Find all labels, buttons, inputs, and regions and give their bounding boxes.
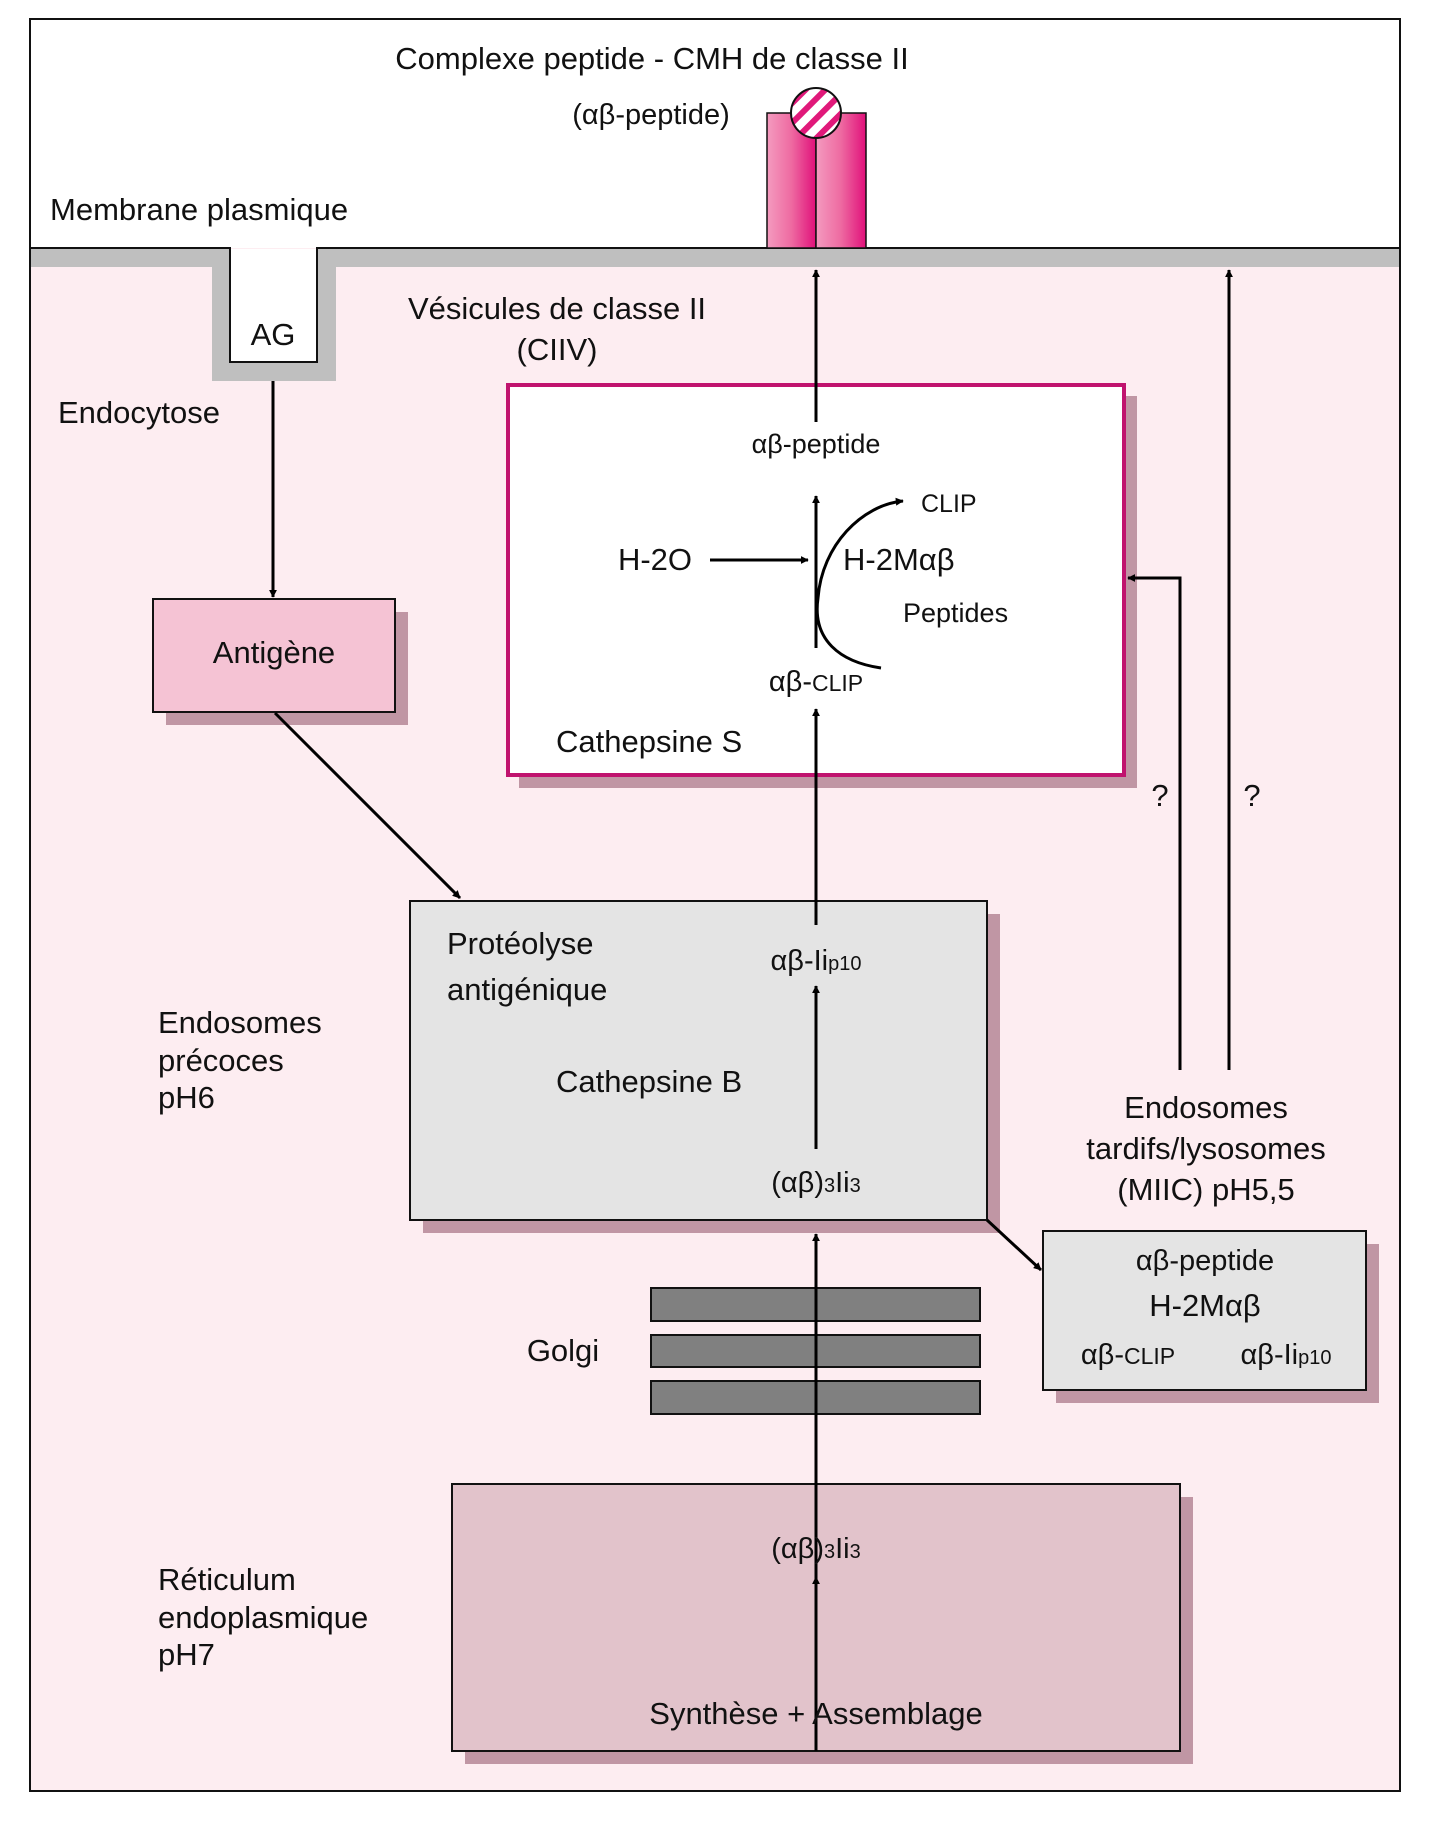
miic-ab-peptide: αβ-peptide xyxy=(1136,1245,1274,1277)
ciiv-cathepsin-s: Cathepsine S xyxy=(556,724,742,759)
ciiv-peptides: Peptides xyxy=(903,598,1008,628)
proteolysis-ab3ii3: (αβ)3Ii3 xyxy=(771,1167,861,1199)
early-endosomes-label-1: Endosomes xyxy=(158,1005,322,1040)
er-label-2: endoplasmique xyxy=(158,1600,368,1635)
early-endosomes-label-3: pH6 xyxy=(158,1080,215,1115)
ciiv-h2m: H-2Mαβ xyxy=(843,542,955,577)
golgi-label: Golgi xyxy=(527,1333,599,1368)
er-label-3: pH7 xyxy=(158,1637,215,1672)
endocytosis-label: Endocytose xyxy=(58,395,220,430)
membrane-label: Membrane plasmique xyxy=(50,192,348,227)
ciiv-clip: CLIP xyxy=(921,490,977,518)
miic-h2m: H-2Mαβ xyxy=(1149,1288,1261,1323)
early-endosomes-label-2: précoces xyxy=(158,1043,284,1078)
antigen-label: Antigène xyxy=(213,635,335,670)
peptide-icon xyxy=(790,87,842,139)
ciiv-h2o: H-2O xyxy=(618,542,692,577)
ciiv-title-line2: (CIIV) xyxy=(517,332,598,367)
mhc-class-ii-complex xyxy=(766,87,867,249)
question-mark-1: ? xyxy=(1151,778,1168,813)
extracellular-space xyxy=(30,19,1400,248)
ciiv-title-line1: Vésicules de classe II xyxy=(408,291,706,326)
plasma-membrane xyxy=(30,248,1400,381)
antigen-box xyxy=(152,598,396,713)
question-mark-2: ? xyxy=(1243,778,1260,813)
miic-box xyxy=(1042,1230,1367,1391)
miic-ab-clip: αβ-CLIP xyxy=(1081,1339,1175,1371)
proteolysis-box xyxy=(409,900,988,1221)
pit-label: AG xyxy=(251,317,296,352)
er-synthesis-label: Synthèse + Assemblage xyxy=(649,1696,982,1731)
late-endosomes-label-2: tardifs/lysosomes xyxy=(1086,1131,1325,1166)
cell-frame xyxy=(29,18,1401,1792)
complex-title: Complexe peptide - CMH de classe II xyxy=(395,41,908,76)
late-endosomes-label-3: (MIIC) pH5,5 xyxy=(1117,1172,1294,1207)
arrow-miic-to-ciiv xyxy=(1127,574,1182,1070)
proteolysis-label-1: Protéolyse xyxy=(447,926,593,961)
arrow-antigen-to-proteolysis xyxy=(273,711,462,900)
er-label-1: Réticulum xyxy=(158,1562,296,1597)
arrow-proteolysis-to-miic xyxy=(985,1218,1043,1272)
proteolysis-label-2: antigénique xyxy=(447,972,607,1007)
ciiv-ab-peptide: αβ-peptide xyxy=(752,429,881,459)
miic-ab-iip10: αβ-Iip10 xyxy=(1241,1339,1332,1371)
proteolysis-ab-iip10: αβ-Iip10 xyxy=(771,945,862,977)
er-ab3ii3: (αβ)3Ii3 xyxy=(771,1533,861,1565)
ciiv-ab-clip: αβ-CLIP xyxy=(769,666,863,698)
arrow-h2m-exchange xyxy=(815,497,904,670)
pit-interior xyxy=(231,249,316,361)
complex-subtitle: (αβ-peptide) xyxy=(572,99,730,131)
late-endosomes-label-1: Endosomes xyxy=(1124,1090,1288,1125)
proteolysis-cathepsin-b: Cathepsine B xyxy=(556,1064,742,1099)
